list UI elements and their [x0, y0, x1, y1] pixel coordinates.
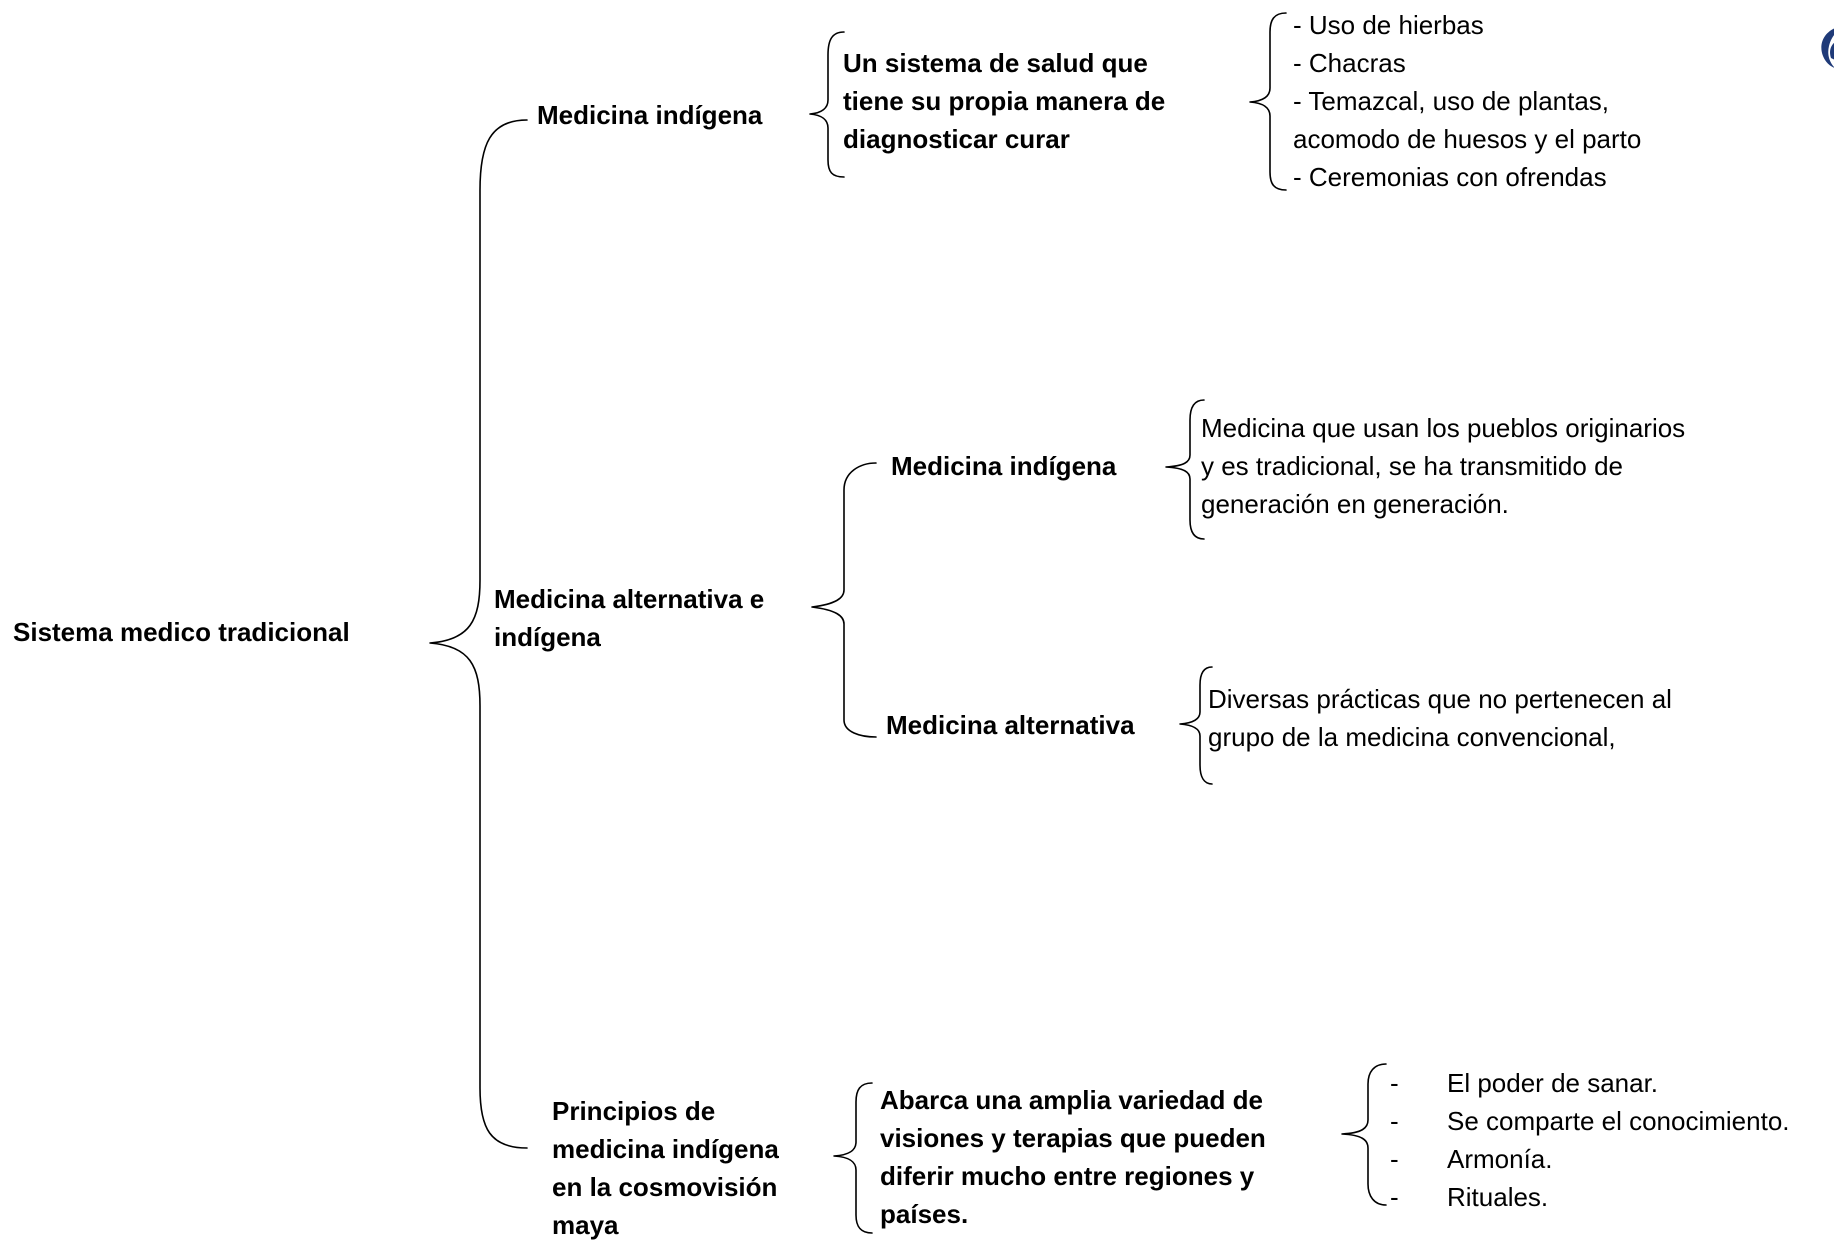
branch1-definition-line: Un sistema de salud que	[843, 48, 1148, 78]
branch3-label-line: en la cosmovisión	[552, 1172, 778, 1202]
branch1-detail-brace	[1249, 12, 1287, 191]
list-item: - Ceremonias con ofrendas	[1293, 162, 1607, 192]
branch2-label-line: Medicina alternativa e	[494, 584, 765, 614]
list-item: - Uso de hierbas	[1293, 10, 1484, 40]
sub2-description: Diversas prácticas que no pertenecen al …	[1208, 680, 1672, 756]
sub2-label: Medicina alternativa	[886, 710, 1135, 740]
branch3-label-line: Principios de	[552, 1096, 716, 1126]
branch1-definition-line: diagnosticar curar	[843, 124, 1070, 154]
list-item: Rituales.	[1365, 1178, 1790, 1216]
branch2-brace	[811, 462, 877, 738]
sub1-label: Medicina indígena	[891, 451, 1117, 481]
branch3-definition-line: países.	[880, 1199, 969, 1229]
sub1-brace	[1165, 399, 1205, 540]
branch3-definition: Abarca una amplia variedad de visiones y…	[880, 1081, 1266, 1233]
branch1-definition-line: tiene su propia manera de	[843, 86, 1166, 116]
branch3-definition-line: visiones y terapias que pueden	[880, 1123, 1266, 1153]
logo-crescent-icon	[1813, 20, 1834, 80]
sub1-description-line: generación en generación.	[1201, 489, 1509, 519]
branch1-items-list: - Uso de hierbas - Chacras - Temazcal, u…	[1293, 6, 1641, 196]
list-item: acomodo de huesos y el parto	[1293, 124, 1642, 154]
branch3-items-list: El poder de sanar. Se comparte el conoci…	[1365, 1064, 1790, 1216]
sub1-description-line: y es tradicional, se ha transmitido de	[1201, 451, 1623, 481]
sub2-description-line: Diversas prácticas que no pertenecen al	[1208, 684, 1672, 714]
list-item: - Temazcal, uso de plantas,	[1293, 86, 1610, 116]
list-item: El poder de sanar.	[1365, 1064, 1790, 1102]
branch1-label: Medicina indígena	[537, 100, 763, 130]
branch3-brace	[833, 1082, 873, 1234]
branch3-label: Principios de medicina indígena en la co…	[552, 1092, 779, 1244]
branch3-definition-line: diferir mucho entre regiones y	[880, 1161, 1255, 1191]
branch1-brace	[809, 31, 845, 178]
branch1-definition: Un sistema de salud que tiene su propia …	[843, 44, 1165, 158]
root-node: Sistema medico tradicional	[13, 617, 350, 647]
list-item: Se comparte el conocimiento.	[1365, 1102, 1790, 1140]
sub2-brace	[1179, 666, 1213, 785]
list-item: Armonía.	[1365, 1140, 1790, 1178]
branch3-label-line: medicina indígena	[552, 1134, 779, 1164]
list-item: - Chacras	[1293, 48, 1406, 78]
sub1-description-line: Medicina que usan los pueblos originario…	[1201, 413, 1686, 443]
sub1-description: Medicina que usan los pueblos originario…	[1201, 409, 1685, 523]
branch3-label-line: maya	[552, 1210, 619, 1240]
sub2-description-line: grupo de la medicina convencional,	[1208, 722, 1616, 752]
branch3-definition-line: Abarca una amplia variedad de	[880, 1085, 1263, 1115]
branch2-label: Medicina alternativa e indígena	[494, 580, 764, 656]
branch2-label-line: indígena	[494, 622, 601, 652]
root-brace	[429, 119, 528, 1149]
